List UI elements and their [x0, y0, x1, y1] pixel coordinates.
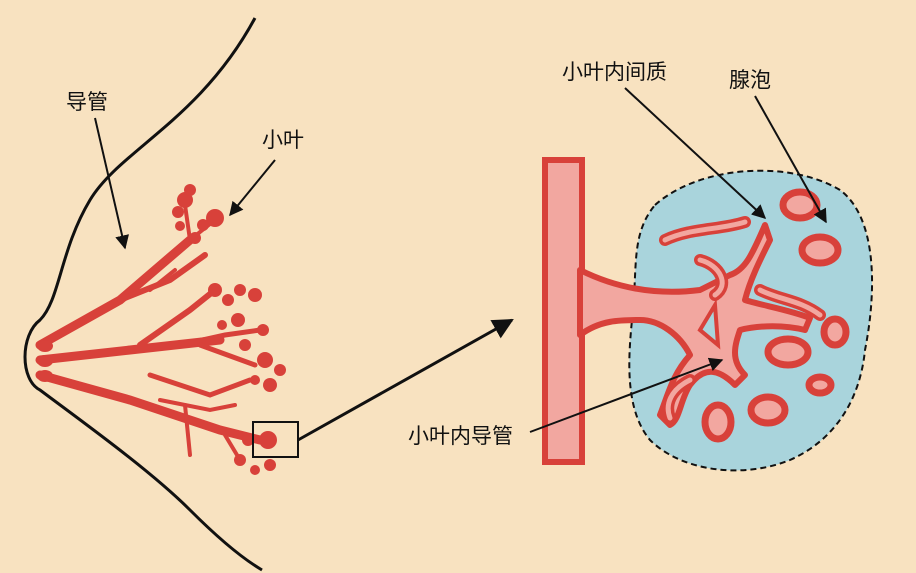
acinus [820, 315, 850, 349]
label-arrows [94, 87, 827, 433]
ductal-tree [35, 203, 265, 462]
duct-label: 导管 [66, 90, 108, 114]
large-duct [542, 157, 585, 465]
intralobular-duct-label: 小叶内导管 [408, 424, 513, 448]
intralobular-duct-arrow [529, 357, 724, 433]
acinus-label: 腺泡 [729, 68, 771, 92]
acinus [798, 233, 842, 267]
acinus [701, 401, 735, 443]
intralobular-duct [577, 222, 813, 428]
enlarged-lobule [542, 157, 873, 472]
breast-outline [23, 17, 263, 572]
acinus [747, 393, 789, 427]
lobule-arrow [229, 159, 276, 217]
duct-arrow [94, 117, 129, 250]
zoom-arrow [297, 318, 514, 442]
lobule-clusters [172, 184, 286, 475]
acinus [764, 335, 812, 369]
intralobular-stroma-label: 小叶内间质 [562, 60, 667, 84]
acinus-arrow [754, 95, 827, 224]
nipple-ducts [37, 340, 53, 382]
lobule-label: 小叶 [262, 128, 304, 152]
stroma-arrow [624, 87, 767, 219]
acini [701, 188, 850, 443]
main-duct-3 [35, 370, 265, 445]
acinus [805, 373, 835, 397]
